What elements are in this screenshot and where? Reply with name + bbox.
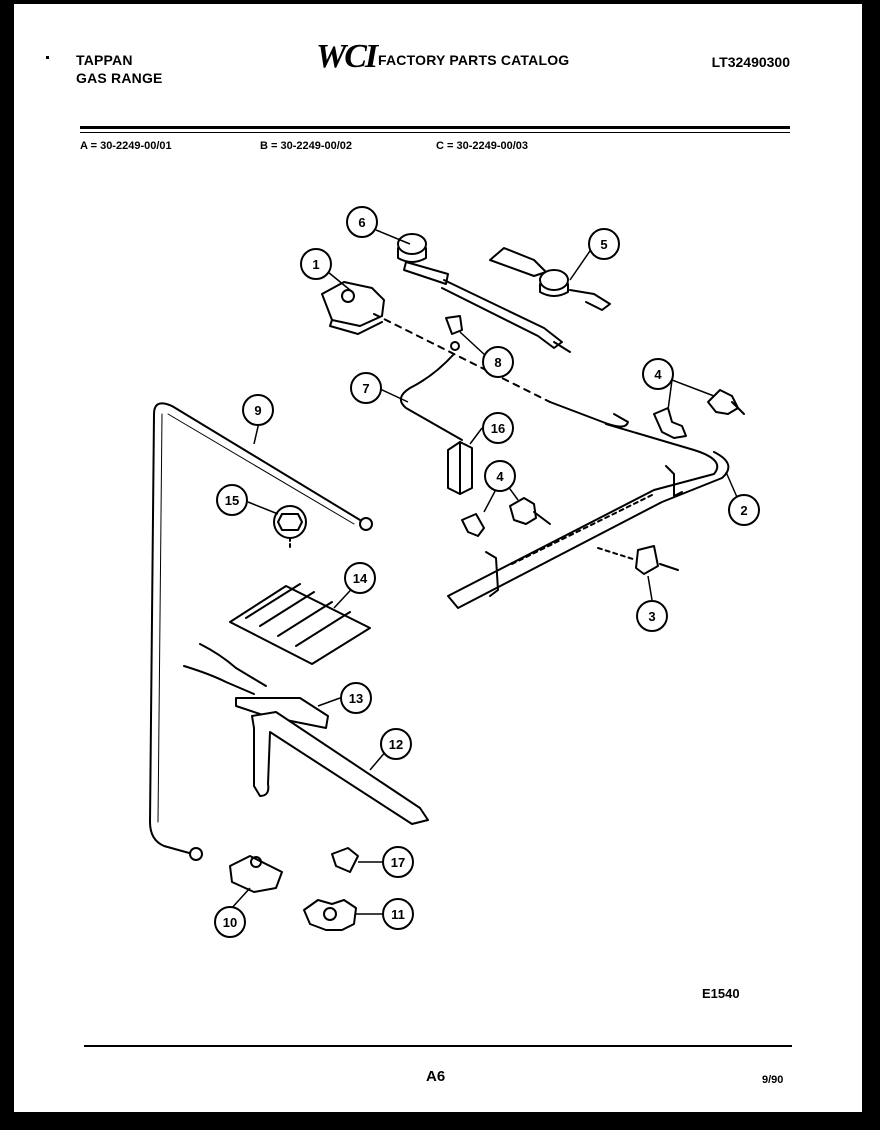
part-3-clip [597,545,679,575]
svg-text:16: 16 [491,421,505,436]
callout-14: 14 [344,562,376,594]
svg-text:4: 4 [654,367,662,382]
callout-10: 10 [214,906,246,938]
brand-name: TAPPAN [76,52,133,68]
product-type: GAS RANGE [76,70,163,86]
svg-text:14: 14 [353,571,368,586]
svg-text:1: 1 [312,257,319,272]
svg-text:3: 3 [648,609,655,624]
header-rule-thick [80,126,790,129]
wci-logo: WCI [316,38,378,75]
part-16-ignitor [447,441,473,495]
part-13-electrode [183,643,329,729]
variant-b: B = 30-2249-00/02 [260,140,353,152]
drawing-id: E1540 [702,986,740,1001]
header-rule-thin [80,132,790,133]
callout-13: 13 [340,682,372,714]
svg-text:4: 4 [496,469,504,484]
catalog-title: FACTORY PARTS CATALOG [378,52,570,68]
svg-text:10: 10 [223,915,237,930]
part-17-clip [331,847,359,873]
svg-text:2: 2 [740,503,747,518]
part-11-clamp [303,899,357,931]
exploded-parts-diagram: 6 5 1 8 7 16 4 4 2 3 9 15 14 13 12 17 11… [149,206,760,938]
callout-16: 16 [482,412,514,444]
revision-date: 9/90 [762,1074,784,1086]
part-7-wire [399,353,463,441]
callout-2: 2 [728,494,760,526]
svg-text:12: 12 [389,737,403,752]
footer-rule [84,1045,792,1047]
svg-text:6: 6 [358,215,365,230]
callout-15: 15 [216,484,248,516]
callout-4-lower: 4 [484,460,516,492]
svg-text:13: 13 [349,691,363,706]
part-4-valve-upper [653,389,745,439]
part-1-valve [321,281,385,335]
part-4-valve-lower [461,497,551,537]
part-6-burner [397,233,571,353]
callout-4-upper: 4 [642,358,674,390]
svg-text:8: 8 [494,355,501,370]
part-8-bracket [445,315,463,351]
parts-catalog-page: TAPPAN GAS RANGE WCI FACTORY PARTS CATAL… [14,4,862,1112]
callout-3: 3 [636,600,668,632]
variant-c: C = 30-2249-00/03 [436,140,529,152]
part-14-shield [229,583,371,665]
part-10-bracket [229,855,283,893]
callout-7: 7 [350,372,382,404]
part-2-manifold [373,313,730,609]
callout-17: 17 [382,846,414,878]
svg-text:11: 11 [391,907,405,922]
svg-text:7: 7 [362,381,369,396]
callout-11: 11 [382,898,414,930]
model-number: LT32490300 [711,54,790,70]
callout-6: 6 [346,206,378,238]
svg-text:15: 15 [225,493,239,508]
callout-5: 5 [588,228,620,260]
callout-9: 9 [242,394,274,426]
callout-8: 8 [482,346,514,378]
part-15-nut [273,505,307,549]
svg-text:5: 5 [600,237,607,252]
svg-text:17: 17 [391,855,405,870]
part-12-burner-tube [251,711,429,825]
part-5-burner [489,247,611,311]
callout-12: 12 [380,728,412,760]
callout-1: 1 [300,248,332,280]
speck-mark [46,56,49,59]
variant-a: A = 30-2249-00/01 [80,140,172,152]
callout-leaders [229,229,741,915]
page-number: A6 [426,1068,446,1085]
svg-text:9: 9 [254,403,261,418]
part-9-gas-tube [149,402,361,857]
